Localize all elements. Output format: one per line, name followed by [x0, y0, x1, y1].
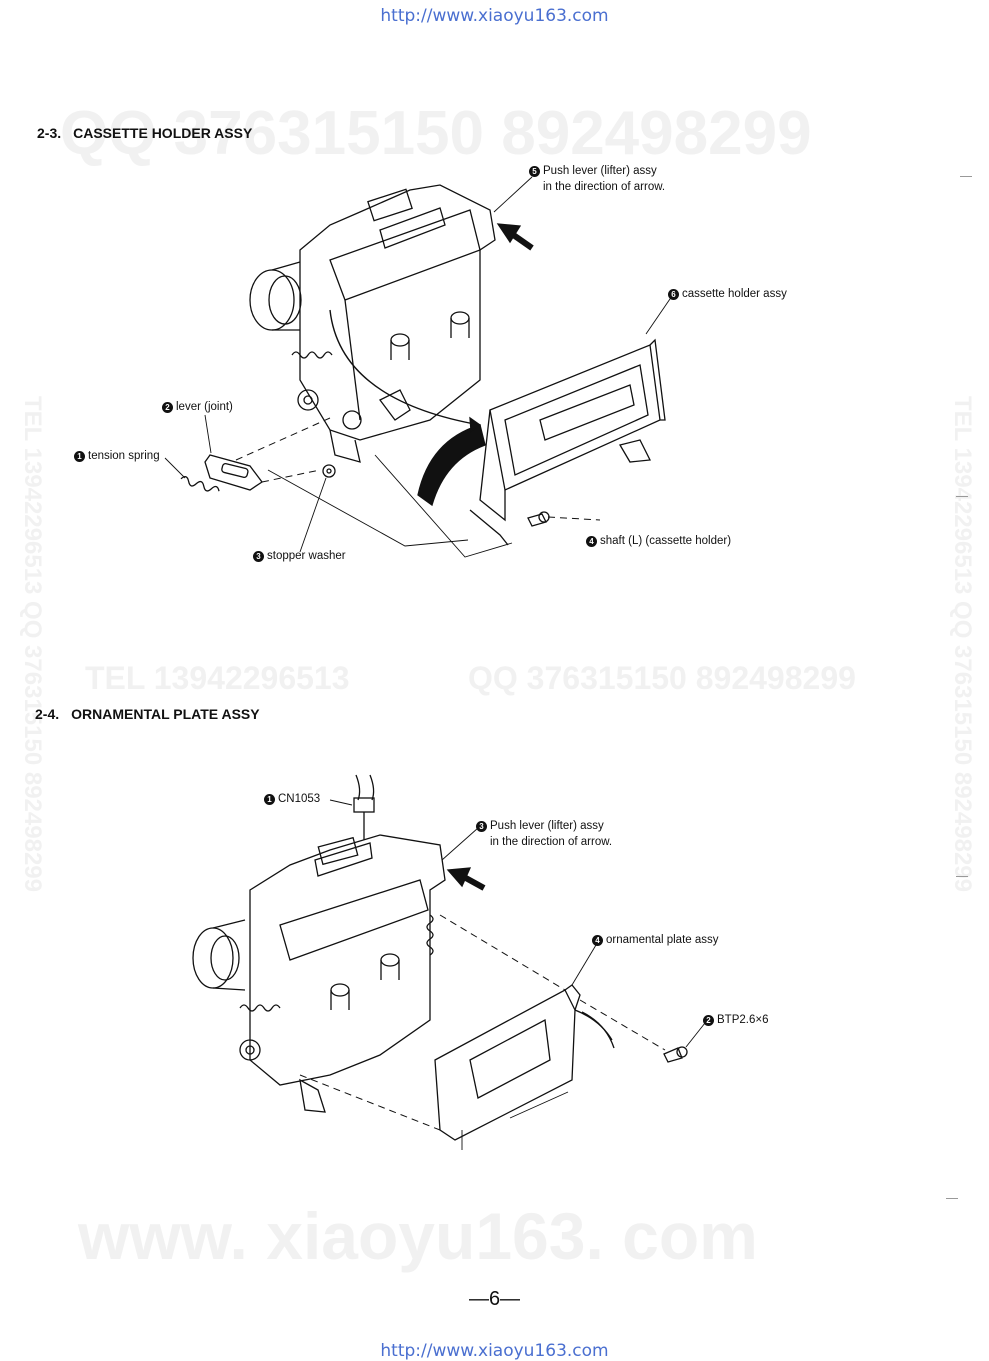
margin-tick — [956, 876, 968, 877]
callout-badge: 2 — [703, 1015, 714, 1026]
callout-label: CN1053 — [278, 793, 321, 805]
margin-tick — [956, 496, 968, 497]
callout-badge: 1 — [264, 794, 275, 805]
section-title: CASSETTE HOLDER ASSY — [73, 125, 253, 141]
section-title: ORNAMENTAL PLATE ASSY — [71, 706, 260, 722]
callout-label: lever (joint) — [176, 401, 233, 413]
watermark-qq-mid: QQ 376315150 892498299 — [468, 660, 856, 696]
callout-badge: 2 — [162, 402, 173, 413]
margin-tick — [946, 1198, 958, 1199]
callout-badge: 6 — [668, 289, 679, 300]
callout-label: BTP2.6×6 — [717, 1014, 769, 1026]
callout-badge: 5 — [529, 166, 540, 177]
section-number: 2-3. — [37, 125, 62, 141]
watermark-bottom: www. xiaoyu163. com — [78, 1199, 758, 1273]
callout-label: Push lever (lifter) assy — [490, 820, 604, 832]
callout-label: tension spring — [88, 450, 160, 462]
callout-label: stopper washer — [267, 550, 346, 562]
page-number: —6— — [468, 1288, 521, 1310]
callout-badge: 4 — [586, 536, 597, 547]
callout-badge: 4 — [592, 935, 603, 946]
header-url: http://www.xiaoyu163.com — [380, 6, 609, 26]
ornamental-plate-exploded-diagram — [192, 774, 706, 1150]
footer-url: http://www.xiaoyu163.com — [380, 1341, 609, 1361]
margin-tick — [960, 176, 972, 177]
cassette-holder-exploded-diagram — [164, 176, 673, 558]
callout-label: cassette holder assy — [682, 288, 787, 300]
section-heading-2-4: 2-4. ORNAMENTAL PLATE ASSY — [35, 706, 260, 722]
callout-badge: 3 — [253, 551, 264, 562]
callout-label-cont: in the direction of arrow. — [543, 181, 666, 193]
callout-label: ornamental plate assy — [606, 934, 719, 946]
callout-label: shaft (L) (cassette holder) — [600, 535, 732, 547]
watermark-qq-top: QQ 376315150 892498299 — [60, 99, 812, 168]
section-number: 2-4. — [35, 706, 60, 722]
callout-label-cont: in the direction of arrow. — [490, 836, 613, 848]
callout-label: Push lever (lifter) assy — [543, 165, 657, 177]
callout-badge: 1 — [74, 451, 85, 462]
watermark-tel-mid: TEL 13942296513 — [85, 660, 350, 696]
section-heading-2-3: 2-3. CASSETTE HOLDER ASSY — [37, 125, 252, 141]
callout-badge: 3 — [476, 821, 487, 832]
